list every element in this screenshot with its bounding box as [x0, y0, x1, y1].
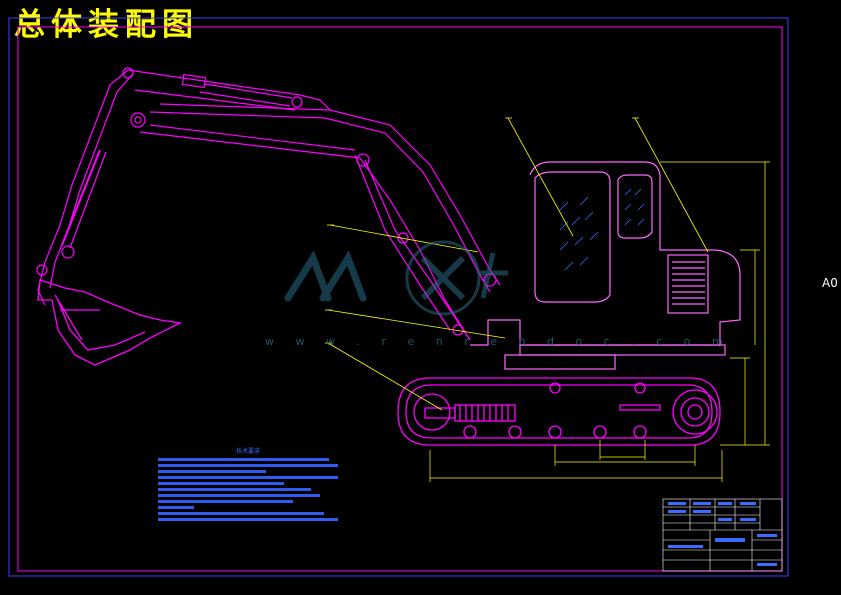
stick-outline-left — [37, 69, 129, 306]
cab-window-left — [534, 171, 611, 303]
arm-cylinder — [181, 73, 207, 89]
cab-glass-hatch — [559, 188, 645, 271]
tension-spring — [454, 404, 516, 422]
boom-outline-bottom — [139, 131, 471, 341]
boom-outline-top — [159, 103, 501, 286]
title-block-text — [668, 502, 777, 566]
outer-frame — [8, 17, 789, 577]
technical-notes: 技术要求 — [158, 446, 338, 524]
cab-window-right — [617, 174, 653, 239]
boom-assembly — [36, 67, 501, 341]
notes-heading: 技术要求 — [235, 448, 260, 455]
inner-border — [17, 26, 783, 572]
cab-body — [470, 161, 741, 346]
dimension-lines — [429, 161, 770, 482]
bucket — [37, 279, 183, 366]
bucket-cylinder — [61, 149, 101, 246]
stick-outline-top — [127, 69, 331, 111]
crawler-track — [397, 377, 721, 446]
engine-grille — [667, 254, 709, 314]
idler-wheel — [413, 393, 451, 431]
drive-sprocket — [672, 389, 718, 435]
upper-structure — [470, 161, 741, 370]
callout-leaders — [325, 117, 709, 411]
watermark-url: w w w . r e n r e n d o c . c o m — [265, 335, 732, 348]
drawing-title: 总体装配图 — [14, 7, 199, 43]
title-block — [662, 498, 783, 572]
sheet-size-label: A0 — [822, 276, 838, 290]
